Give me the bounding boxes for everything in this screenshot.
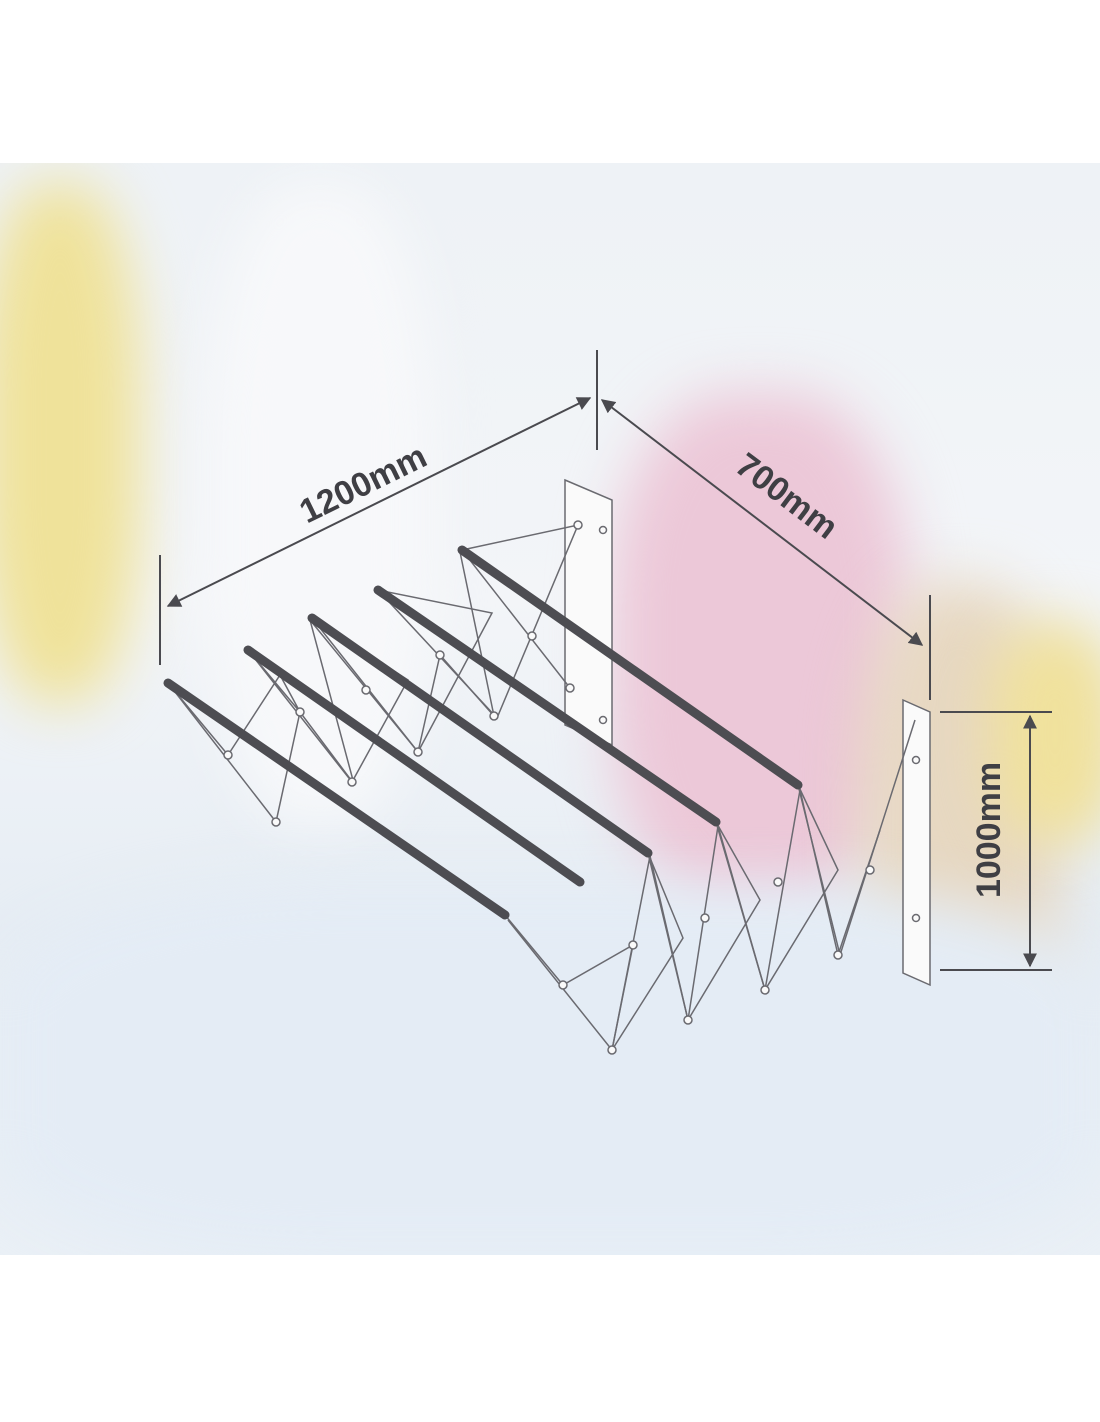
hanging-bars (163, 545, 803, 920)
dimension-lines (159, 350, 1052, 971)
depth-dimension-line (600, 399, 924, 646)
hanging-bar (243, 645, 585, 887)
hanging-bar (457, 545, 803, 790)
yellow-cloth-right (990, 623, 1100, 843)
left-wall-bracket (564, 478, 613, 747)
hanging-bar (307, 613, 653, 858)
right-wall-bracket (902, 698, 931, 987)
width-dimension-line (166, 397, 592, 607)
hanging-bar (163, 678, 510, 920)
height-label: 1000mm (970, 762, 1008, 898)
yellow-cloth (0, 183, 140, 703)
depth-label: 700mm (728, 446, 844, 547)
hinge-pins (223, 520, 875, 1055)
hanging-bar (373, 585, 721, 827)
width-label: 1200mm (294, 437, 433, 531)
